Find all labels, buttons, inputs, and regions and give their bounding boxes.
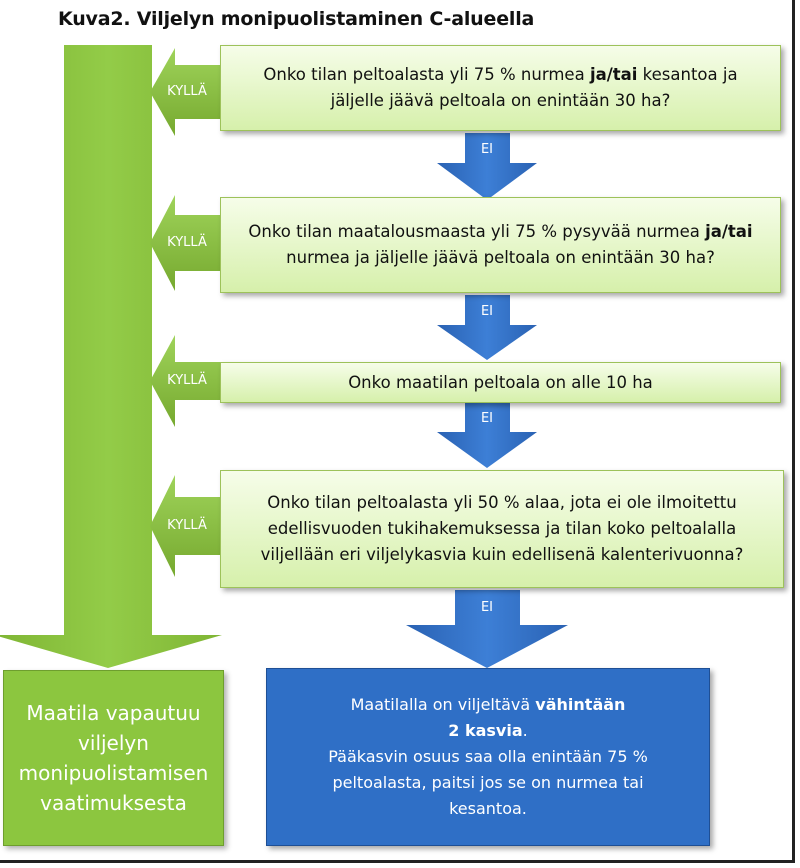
exempt-line3: monipuolistamisen <box>18 761 209 785</box>
q1-line2: jäljelle jäävä peltoala on enintään 30 h… <box>330 91 671 110</box>
yes-label-4: KYLLÄ <box>167 518 207 533</box>
q4-line1: Onko tilan peltoalasta yli 50 % alaa, jo… <box>267 493 737 512</box>
no-label-4: EI <box>480 600 494 615</box>
q4-line2: edellisvuoden tukihakemuksessa ja tilan … <box>267 519 737 538</box>
main-green-down-arrow <box>0 45 222 668</box>
no-arrow-3 <box>437 403 537 468</box>
q2-line1-bold: ja/tai <box>705 222 753 241</box>
q1-line1-pre: Onko tilan peltoalasta yli 75 % nurmea <box>263 65 590 84</box>
req-line5: kesantoa. <box>449 799 527 818</box>
q4-line3: viljellään eri viljelykasvia kuin edelli… <box>260 545 744 564</box>
no-arrow-4 <box>406 590 568 668</box>
yes-label-1: KYLLÄ <box>167 84 207 99</box>
yes-arrow-2 <box>150 195 222 291</box>
result-requirement-box: Maatilalla on viljeltävä vähintään 2 kas… <box>266 668 710 846</box>
question-box-1: Onko tilan peltoalasta yli 75 % nurmea j… <box>220 45 781 131</box>
q1-line1-bold: ja/tai <box>589 65 638 84</box>
q2-line1-pre: Onko tilan maatalousmaasta yli 75 % pysy… <box>248 222 706 241</box>
question-box-4: Onko tilan peltoalasta yli 50 % alaa, jo… <box>220 470 784 588</box>
yes-arrow-1 <box>150 48 222 136</box>
exempt-line1: Maatila vapautuu <box>26 701 201 725</box>
yes-label-3: KYLLÄ <box>167 373 207 388</box>
yes-arrow-4 <box>150 475 222 577</box>
req-line1-pre: Maatilalla on viljeltävä <box>350 695 536 714</box>
req-line4: peltoalasta, paitsi jos se on nurmea tai <box>332 773 644 792</box>
req-line2-post: . <box>522 721 528 740</box>
result-exempt-box: Maatila vapautuu viljelyn monipuolistami… <box>3 670 224 846</box>
figure-title: Kuva2. Viljelyn monipuolistaminen C-alue… <box>58 8 535 30</box>
req-line2-bold: 2 kasvia <box>448 721 523 740</box>
no-label-3: EI <box>480 411 494 426</box>
no-arrow-2 <box>437 295 537 360</box>
yes-label-2: KYLLÄ <box>167 235 207 250</box>
exempt-line2: viljelyn <box>78 731 149 755</box>
no-label-2: EI <box>480 304 494 319</box>
req-line1-bold: vähintään <box>535 695 626 714</box>
yes-arrow-3 <box>150 335 222 427</box>
no-label-1: EI <box>480 142 494 157</box>
question-box-2: Onko tilan maatalousmaasta yli 75 % pysy… <box>220 197 781 293</box>
q3-text: Onko maatilan peltoala on alle 10 ha <box>348 372 653 392</box>
no-arrow-1 <box>437 133 537 200</box>
exempt-line4: vaatimuksesta <box>40 791 187 815</box>
question-box-3: Onko maatilan peltoala on alle 10 ha <box>220 362 781 403</box>
q1-line1-post: kesantoa ja <box>637 65 738 84</box>
req-line3: Pääkasvin osuus saa olla enintään 75 % <box>328 747 648 766</box>
q2-line2: nurmea ja jäljelle jäävä peltoala on eni… <box>286 248 715 267</box>
